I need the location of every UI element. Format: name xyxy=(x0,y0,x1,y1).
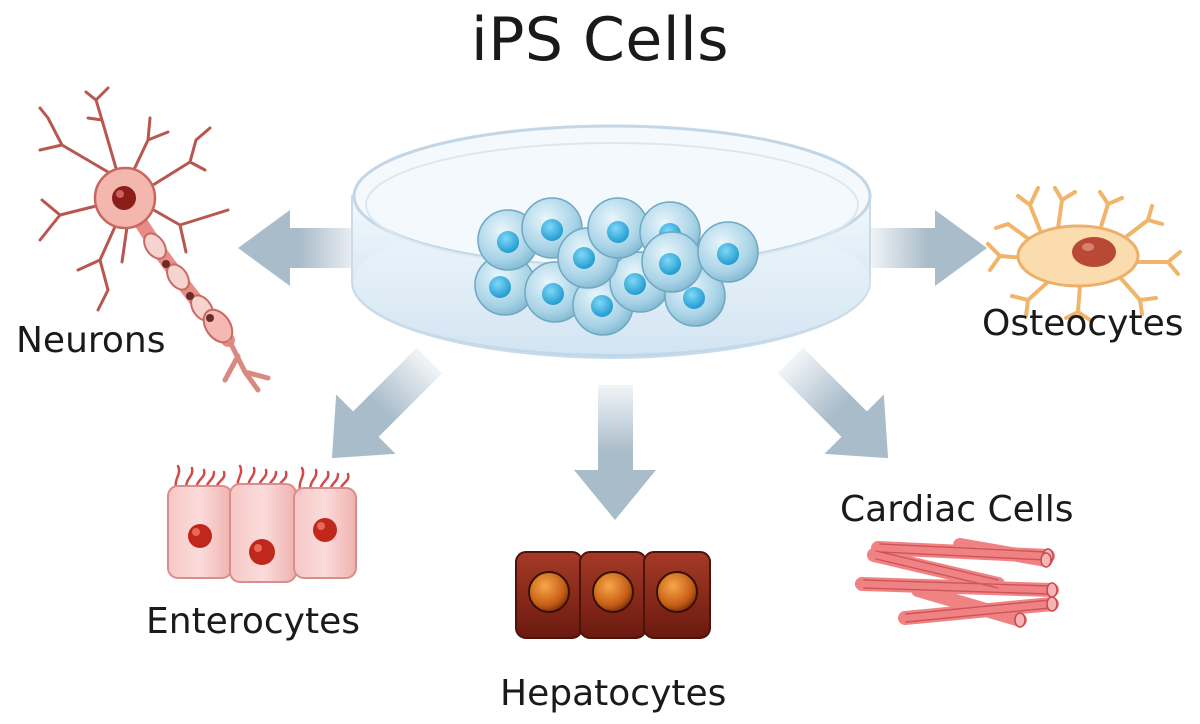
arrow-to-cardiac-cells xyxy=(777,347,889,459)
stem-cell xyxy=(587,197,649,259)
hepatocyte-icon xyxy=(515,551,711,639)
label-hepatocytes: Hepatocytes xyxy=(500,673,727,714)
stem-cell xyxy=(664,265,726,327)
label-neurons: Neurons xyxy=(16,320,166,361)
label-cardiac-cells: Cardiac Cells xyxy=(840,489,1074,530)
label-osteocytes: Osteocytes xyxy=(982,303,1184,344)
arrow-to-neurons xyxy=(238,210,360,286)
stem-cell xyxy=(697,221,759,283)
diagram-title: iPS Cells xyxy=(471,5,729,75)
label-enterocytes: Enterocytes xyxy=(146,601,360,642)
cardiac-fiber-icon xyxy=(855,538,1059,628)
neuron-icon xyxy=(38,86,271,393)
stem-cell xyxy=(641,231,703,293)
arrow-to-enterocytes xyxy=(331,347,443,459)
enterocyte-icon xyxy=(167,464,357,583)
osteocyte-icon xyxy=(986,186,1182,322)
stem-cell-cluster xyxy=(474,197,759,336)
arrow-to-osteocytes xyxy=(870,210,987,286)
arrow-to-hepatocytes xyxy=(574,385,656,520)
